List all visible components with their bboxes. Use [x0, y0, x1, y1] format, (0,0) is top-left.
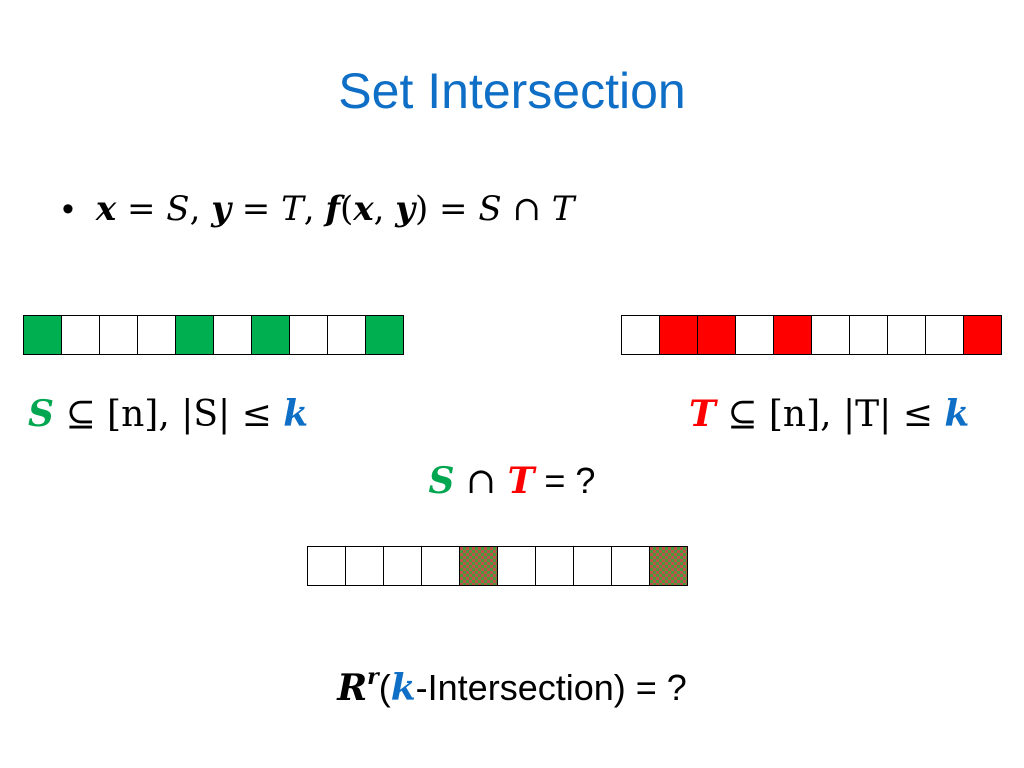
- intersection-cell: [346, 546, 384, 586]
- slide-title: Set Intersection: [338, 63, 686, 119]
- set-s-cell: [176, 315, 214, 355]
- intersection-question: S ∩ T = ?: [0, 463, 1024, 500]
- arg-y: y: [395, 189, 415, 229]
- set-t-constraint: ⊆ [n], |T| ≤: [715, 394, 945, 435]
- set-s-caption: S ⊆ [n], |S| ≤ k: [28, 396, 308, 433]
- set-s-cell: [252, 315, 290, 355]
- set-t-cell: [926, 315, 964, 355]
- set-s-k: k: [283, 393, 309, 435]
- set-t-cell: [698, 315, 736, 355]
- set-t-cell: [774, 315, 812, 355]
- r-superscript: r: [367, 664, 379, 690]
- complexity-question: Rr(k-Intersection) = ?: [0, 666, 1024, 707]
- r-symbol: R: [337, 667, 368, 709]
- set-s-cell: [366, 315, 404, 355]
- intersection-cell: [308, 546, 346, 586]
- var-t: T: [281, 189, 304, 229]
- equals-2: =: [230, 189, 282, 229]
- set-s-constraint: ⊆ [n], |S| ≤: [54, 394, 284, 435]
- set-t-cell: [812, 315, 850, 355]
- set-t-cell: [736, 315, 774, 355]
- set-s-cell: [290, 315, 328, 355]
- set-s-cell: [138, 315, 176, 355]
- intersection-cell: [460, 546, 498, 586]
- set-t-caption: T ⊆ [n], |T| ≤ k: [689, 396, 969, 433]
- var-s: S: [166, 189, 190, 229]
- question-cap: ∩: [454, 461, 508, 502]
- intersection-cell: [422, 546, 460, 586]
- set-t-cell: [964, 315, 1002, 355]
- equals-1: =: [116, 189, 167, 229]
- comma-1: ,: [189, 189, 212, 229]
- set-s-symbol: S: [28, 393, 54, 435]
- set-t-symbol: T: [689, 393, 716, 435]
- intersection-cell: [384, 546, 422, 586]
- bullet-marker: •: [62, 190, 74, 228]
- set-s-cells: [23, 315, 404, 355]
- intersection-expr: S ∩ T: [478, 189, 575, 229]
- set-t-cell: [660, 315, 698, 355]
- set-t-k: k: [944, 393, 970, 435]
- k-symbol: k: [390, 667, 416, 709]
- question-s: S: [428, 460, 455, 502]
- intersection-cell: [612, 546, 650, 586]
- set-s-cell: [100, 315, 138, 355]
- set-s-cell: [62, 315, 100, 355]
- set-s-cell: [214, 315, 252, 355]
- intersection-cell: [574, 546, 612, 586]
- arg-x: x: [353, 189, 374, 229]
- intersection-cell: [650, 546, 688, 586]
- set-s-cell: [24, 315, 62, 355]
- set-t-cell: [850, 315, 888, 355]
- intersection-cells: [307, 546, 688, 586]
- equals-3: =: [428, 189, 479, 229]
- set-t-cells: [621, 315, 1002, 355]
- func-f: f: [325, 189, 341, 229]
- intersection-cell: [498, 546, 536, 586]
- open-paren: (: [378, 667, 391, 708]
- var-x: x: [95, 189, 117, 229]
- set-t-cell: [622, 315, 660, 355]
- question-rest: = ?: [534, 460, 596, 501]
- bullet-formula: •x = S, y = T, f(x, y) = S ∩ T: [62, 192, 574, 226]
- paren-close: ): [414, 189, 429, 229]
- set-t-cell: [888, 315, 926, 355]
- question-t: T: [507, 460, 535, 502]
- comma-2: ,: [303, 189, 326, 229]
- set-s-cell: [328, 315, 366, 355]
- problem-name: -Intersection) = ?: [415, 667, 687, 708]
- arg-comma: ,: [373, 189, 396, 229]
- intersection-cell: [536, 546, 574, 586]
- var-y: y: [211, 189, 231, 229]
- paren-open: (: [340, 189, 354, 229]
